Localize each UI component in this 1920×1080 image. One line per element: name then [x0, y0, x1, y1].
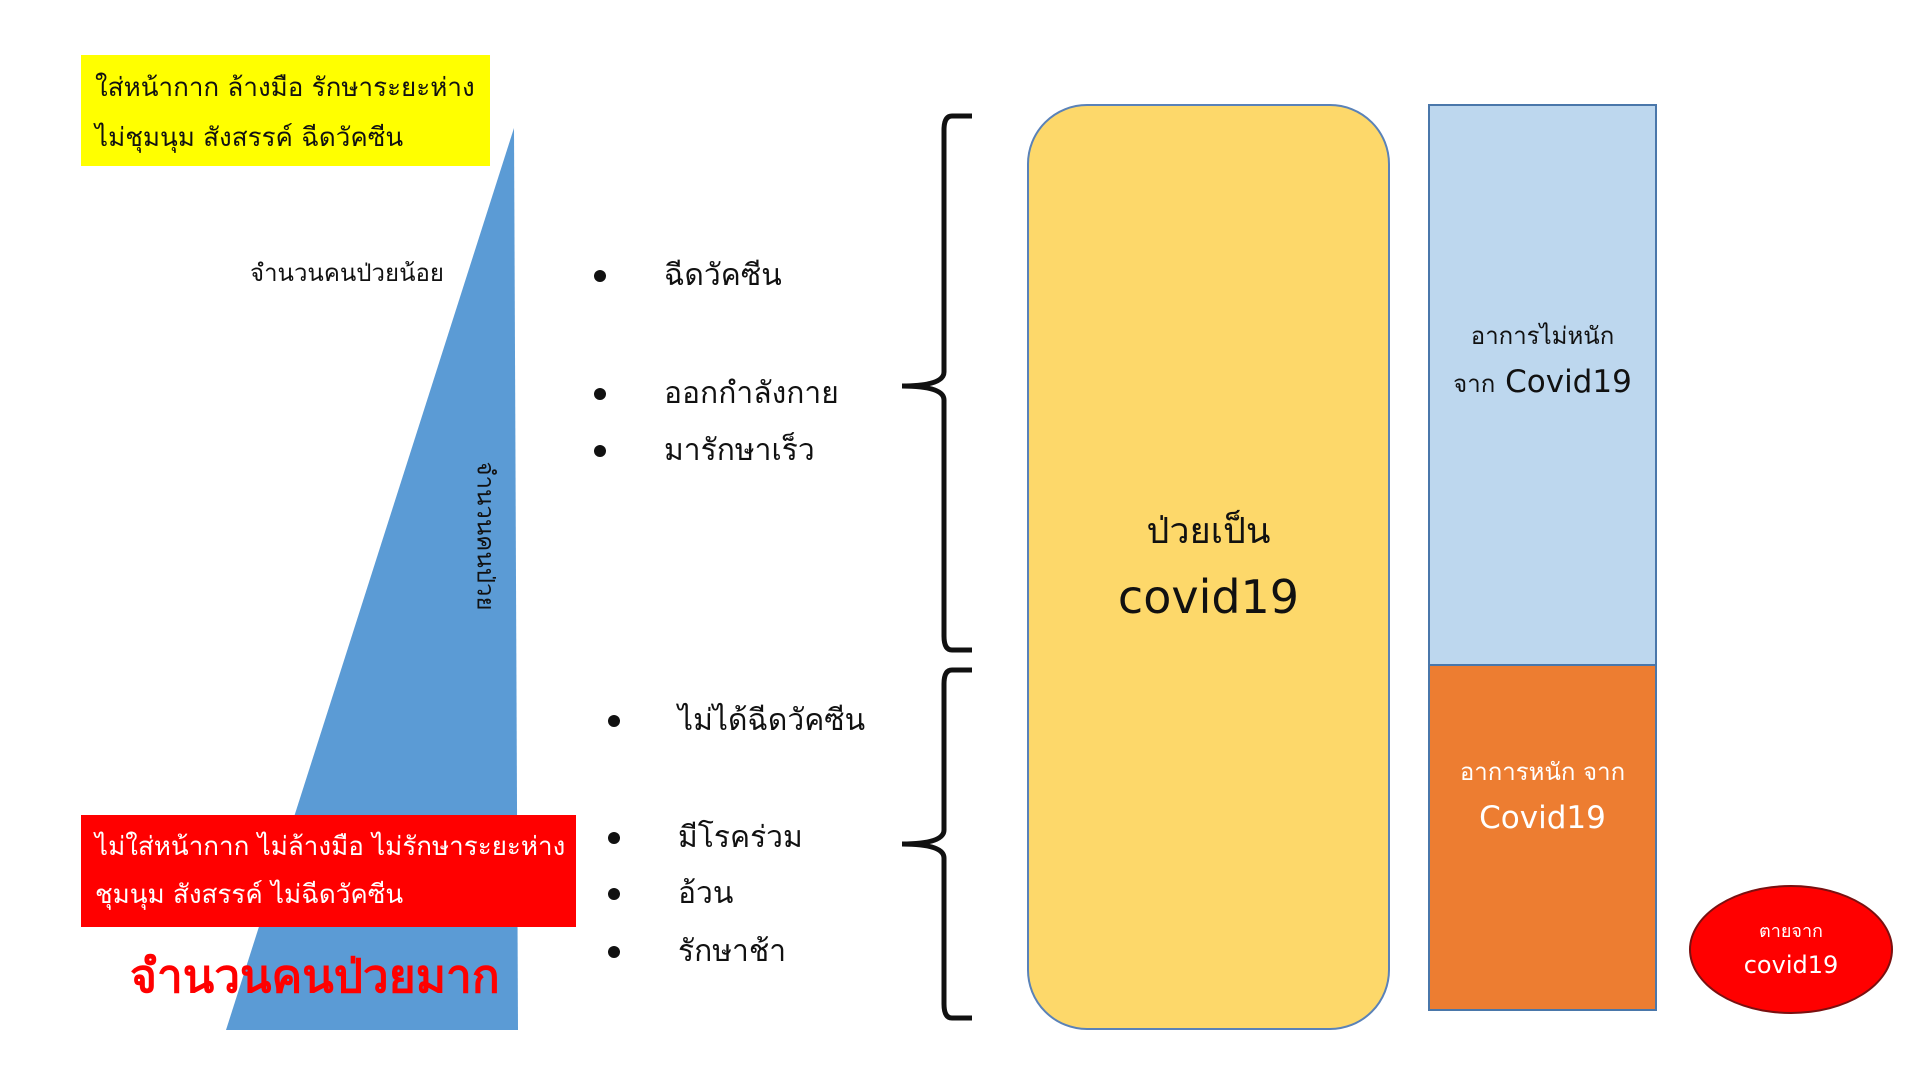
risk-factor-text: ไม่ได้ฉีดวัคซีน — [678, 703, 866, 738]
prevention-box: ใส่หน้ากาก ล้างมือ รักษาระยะห่าง ไม่ชุมน… — [81, 55, 490, 166]
severe-symptoms-label: อาการหนัก จาก — [1459, 758, 1626, 786]
patient-count-wedge — [226, 128, 518, 1030]
protective-factor-item: ออกกำลังกาย — [594, 370, 839, 417]
prevention-line: ไม่ชุมนุม สังสรรค์ ฉีดวัคซีน — [95, 123, 404, 153]
bullet-dot — [594, 444, 606, 457]
risk-factor-item: รักษาช้า — [608, 928, 786, 975]
upper-brace — [901, 113, 972, 653]
risk-factor-item: ไม่ได้ฉีดวัคซีน — [608, 697, 865, 744]
bullet-dot — [608, 831, 620, 844]
mild-disease-label: Covid19 — [1505, 364, 1632, 400]
lower-brace — [901, 667, 972, 1021]
protective-factor-item: ฉีดวัคซีน — [594, 252, 782, 299]
bullet-dot — [608, 887, 620, 900]
protective-factor-text: ออกกำลังกาย — [664, 376, 839, 411]
protective-factor-item: มารักษาเร็ว — [594, 427, 815, 474]
mild-symptoms-box: อาการไม่หนัก จาก Covid19 — [1428, 104, 1657, 666]
protective-factor-text: ฉีดวัคซีน — [664, 258, 782, 293]
mild-symptoms-label: อาการไม่หนัก — [1470, 322, 1615, 350]
prevention-line: ใส่หน้ากาก ล้างมือ รักษาระยะห่าง — [95, 73, 475, 103]
infected-disease-label: covid19 — [1117, 570, 1300, 624]
risk-factor-item: มีโรคร่วม — [608, 814, 803, 861]
patient-count-axis-label: จำนวนคนป่วย — [471, 461, 500, 611]
death-disease-label: covid19 — [1743, 950, 1839, 979]
many-patients-label: จำนวนคนป่วยมาก — [130, 949, 500, 1003]
risk-factor-text: อ้วน — [678, 876, 734, 911]
death-label: ตายจาก — [1759, 920, 1823, 942]
bullet-dot — [608, 714, 620, 727]
bullet-dot — [594, 269, 606, 282]
bullet-dot — [594, 387, 606, 400]
risk-factor-text: รักษาช้า — [678, 934, 787, 969]
risk-factor-text: มีโรคร่วม — [678, 820, 803, 855]
infected-box: ป่วยเป็น covid19 — [1027, 104, 1390, 1030]
severe-disease-label: Covid19 — [1479, 800, 1606, 836]
bullet-dot — [608, 945, 620, 958]
severe-symptoms-box: อาการหนัก จาก Covid19 — [1428, 666, 1657, 1011]
few-patients-label: จำนวนคนป่วยน้อย — [250, 259, 444, 287]
risk-behavior-line: ไม่ใส่หน้ากาก ไม่ล้างมือ ไม่รักษาระยะห่า… — [95, 832, 566, 862]
death-oval: ตายจาก covid19 — [1689, 885, 1893, 1014]
infected-label: ป่วยเป็น — [1146, 511, 1271, 552]
mild-symptoms-cause: จาก Covid19 — [1453, 359, 1632, 407]
risk-behavior-line: ชุมนุม สังสรรค์ ไม่ฉีดวัคซีน — [95, 880, 404, 910]
mild-from-label: จาก — [1453, 370, 1496, 398]
risk-behavior-box: ไม่ใส่หน้ากาก ไม่ล้างมือ ไม่รักษาระยะห่า… — [81, 815, 576, 927]
risk-factor-item: อ้วน — [608, 870, 733, 917]
protective-factor-text: มารักษาเร็ว — [664, 433, 815, 468]
